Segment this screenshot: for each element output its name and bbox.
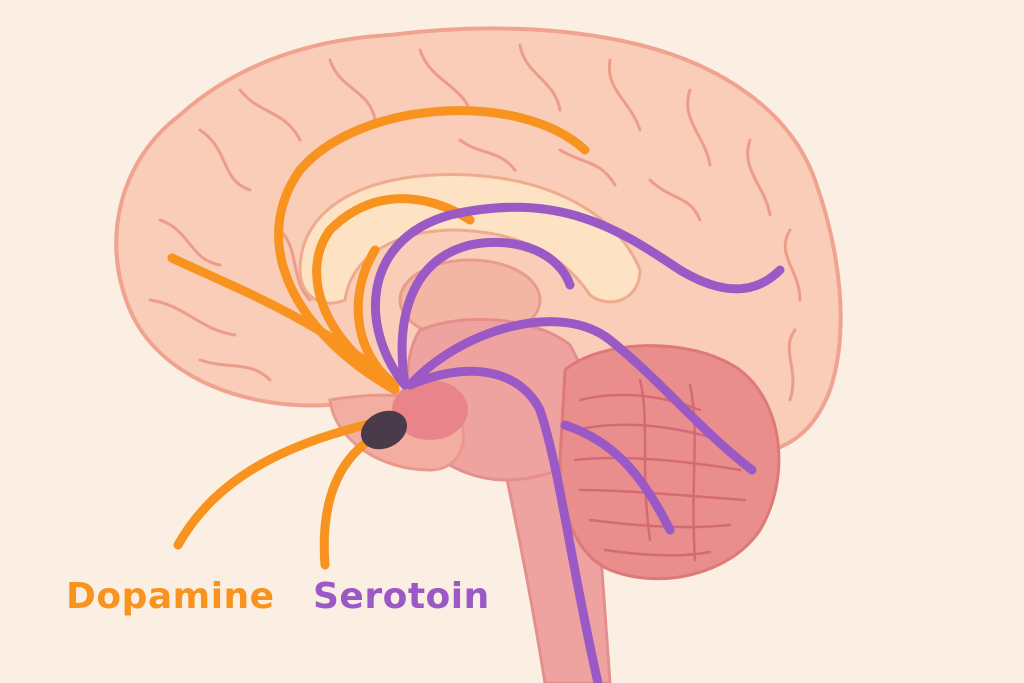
cerebellum <box>558 344 781 581</box>
dopamine-pathways <box>167 106 590 570</box>
dopamine-path-mid <box>353 245 400 390</box>
dopamine-label: Dopamine <box>66 576 275 617</box>
dopamine-path-frontal <box>167 253 400 390</box>
serotonin-label: Serotoin <box>313 576 490 617</box>
pituitary-region <box>392 380 468 440</box>
serotonin-path-spine <box>405 366 603 683</box>
dopamine-path-down-left <box>173 415 390 550</box>
serotonin-pathways <box>371 202 785 683</box>
serotonin-path-cerebellum-lower <box>560 420 675 535</box>
gyri-folds <box>148 43 802 402</box>
serotonin-path-arch <box>371 202 785 390</box>
serotonin-path-inner <box>397 237 575 390</box>
brainstem-nucleus <box>360 410 408 450</box>
dopamine-path-inner <box>312 194 475 390</box>
serotonin-path-cerebellum <box>405 317 757 475</box>
dopamine-path-down <box>319 435 375 570</box>
